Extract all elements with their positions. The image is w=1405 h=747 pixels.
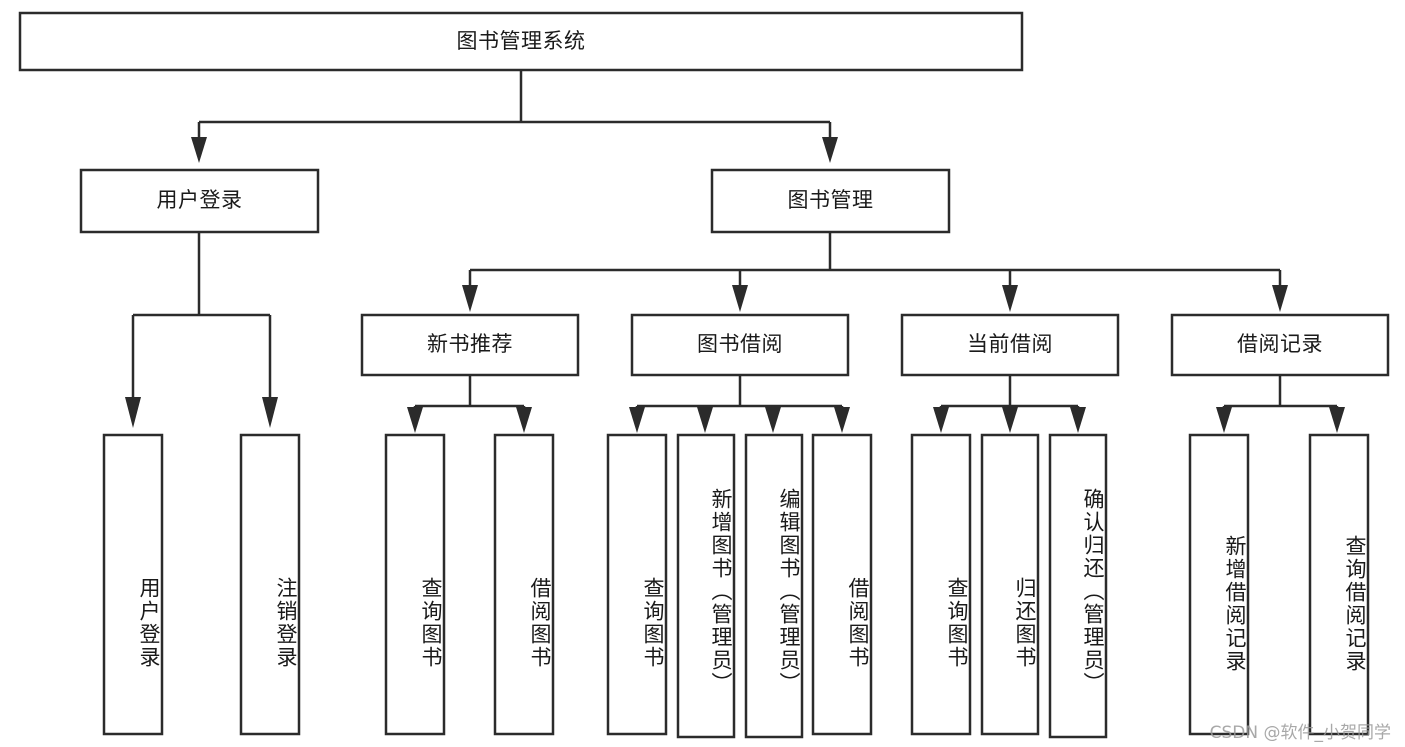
node-leaf-query-book-2[interactable] — [606, 433, 668, 736]
node-leaf-add-book[interactable] — [676, 433, 736, 739]
arrowhead-leaf-query-book-2 — [629, 407, 645, 433]
nodes-group — [18, 11, 1390, 739]
arrowhead-leaf-add-record — [1216, 407, 1232, 433]
node-borrow-record[interactable] — [1170, 313, 1390, 377]
csdn-watermark: CSDN @软件_小贺同学 — [1209, 723, 1391, 743]
arrowhead-book-borrow — [732, 285, 748, 312]
arrowhead-leaf-edit-book — [765, 407, 781, 433]
arrowhead-leaf-query-record — [1329, 407, 1345, 433]
node-leaf-query-book-3[interactable] — [910, 433, 972, 736]
arrowhead-leaf-add-book — [697, 407, 713, 433]
connectors-group — [125, 70, 1345, 433]
arrowhead-leaf-query-book-3 — [933, 407, 949, 433]
arrowhead-leaf-user-login — [125, 397, 141, 428]
arrowhead-borrow-record — [1272, 285, 1288, 312]
node-leaf-edit-book[interactable] — [744, 433, 804, 739]
arrowhead-user-login — [191, 137, 207, 163]
arrowhead-leaf-borrow-book-2 — [834, 407, 850, 433]
arrowhead-current-borrow — [1002, 285, 1018, 312]
node-leaf-user-login[interactable] — [102, 433, 164, 736]
node-new-book-recommend[interactable] — [360, 313, 580, 377]
node-user-login[interactable] — [79, 168, 320, 234]
node-current-borrow[interactable] — [900, 313, 1120, 377]
arrowhead-leaf-return-book — [1002, 407, 1018, 433]
arrowhead-leaf-confirm-return — [1070, 407, 1086, 433]
node-root[interactable] — [18, 11, 1024, 72]
arrowhead-leaf-borrow-book-1 — [516, 407, 532, 433]
node-leaf-return-book[interactable] — [980, 433, 1040, 736]
node-book-management[interactable] — [710, 168, 951, 234]
node-leaf-confirm-return[interactable] — [1048, 433, 1108, 739]
node-leaf-logout[interactable] — [239, 433, 301, 736]
node-leaf-add-record[interactable] — [1188, 433, 1250, 736]
arrowhead-book-management — [822, 137, 838, 163]
node-leaf-query-record[interactable] — [1308, 433, 1370, 736]
node-leaf-borrow-book-1[interactable] — [493, 433, 555, 736]
arrowhead-leaf-logout — [262, 397, 278, 428]
arrowhead-leaf-query-book-1 — [407, 407, 423, 433]
node-leaf-query-book-1[interactable] — [384, 433, 446, 736]
node-book-borrow[interactable] — [630, 313, 850, 377]
arrowhead-new-book-recommend — [462, 285, 478, 312]
node-leaf-borrow-book-2[interactable] — [811, 433, 873, 736]
